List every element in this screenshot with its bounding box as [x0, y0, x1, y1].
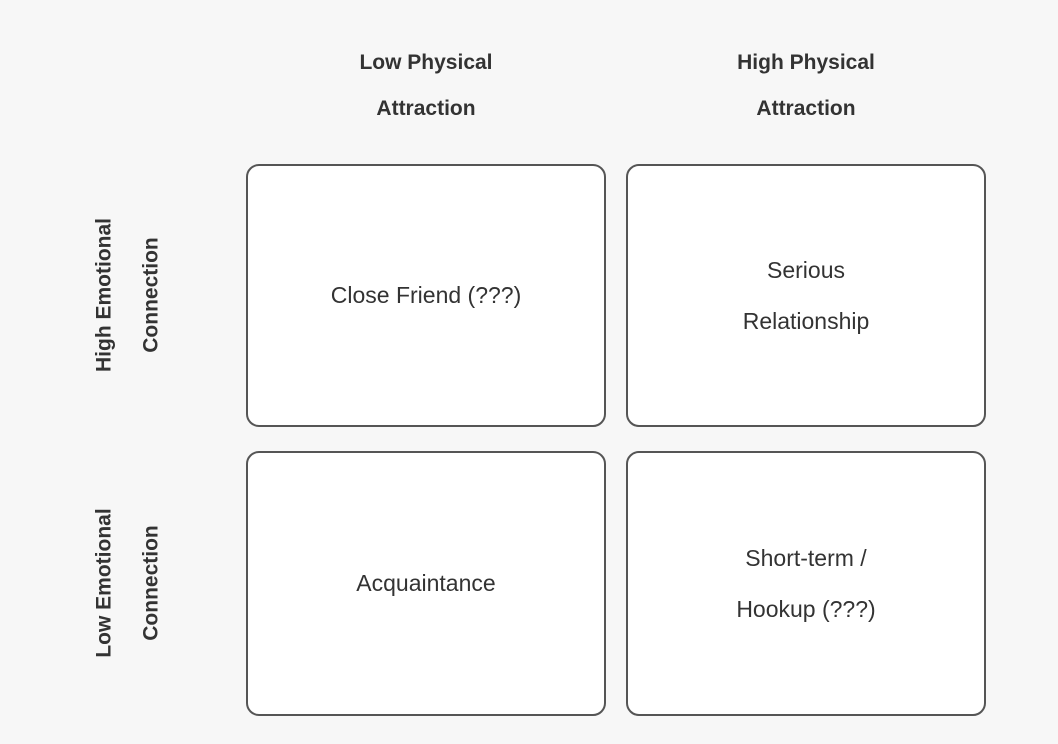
- quadrant-cell-acquaintance: Acquaintance: [246, 451, 606, 716]
- row-header-line: Connection: [139, 237, 163, 353]
- quadrant-cell-text: Acquaintance: [356, 558, 495, 609]
- column-header-high-physical-attraction: High Physical Attraction: [626, 40, 986, 130]
- quadrant-cell-line: Short-term /: [745, 544, 867, 571]
- column-header-line: High Physical: [737, 51, 875, 74]
- column-header-line: Low Physical: [359, 51, 493, 74]
- row-header-line: Low Emotional: [92, 508, 116, 658]
- quadrant-cell-short-term-hookup: Short-term / Hookup (???): [626, 451, 986, 716]
- column-header-line: Attraction: [756, 97, 856, 120]
- quadrant-cell-text: Serious Relationship: [743, 245, 870, 347]
- quadrant-cell-line: Close Friend (???): [330, 282, 522, 308]
- row-header-high-emotional-connection: High Emotional Connection: [81, 164, 191, 427]
- row-header-line: Connection: [139, 525, 163, 641]
- quadrant-cell-line: Serious: [767, 256, 845, 283]
- quadrant-cell-line: Hookup (???): [736, 595, 876, 622]
- quadrant-cell-text: Short-term / Hookup (???): [736, 533, 875, 635]
- quadrant-cell-line: Relationship: [742, 307, 870, 334]
- quadrant-cell-text: Close Friend (???): [331, 270, 521, 321]
- quadrant-cell-line: Acquaintance: [356, 570, 496, 596]
- row-header-line: High Emotional: [92, 218, 116, 372]
- column-header-low-physical-attraction: Low Physical Attraction: [246, 40, 606, 130]
- row-header-low-emotional-connection: Low Emotional Connection: [81, 452, 191, 715]
- quadrant-cell-close-friend: Close Friend (???): [246, 164, 606, 427]
- quadrant-cell-serious-relationship: Serious Relationship: [626, 164, 986, 427]
- column-header-line: Attraction: [376, 97, 476, 120]
